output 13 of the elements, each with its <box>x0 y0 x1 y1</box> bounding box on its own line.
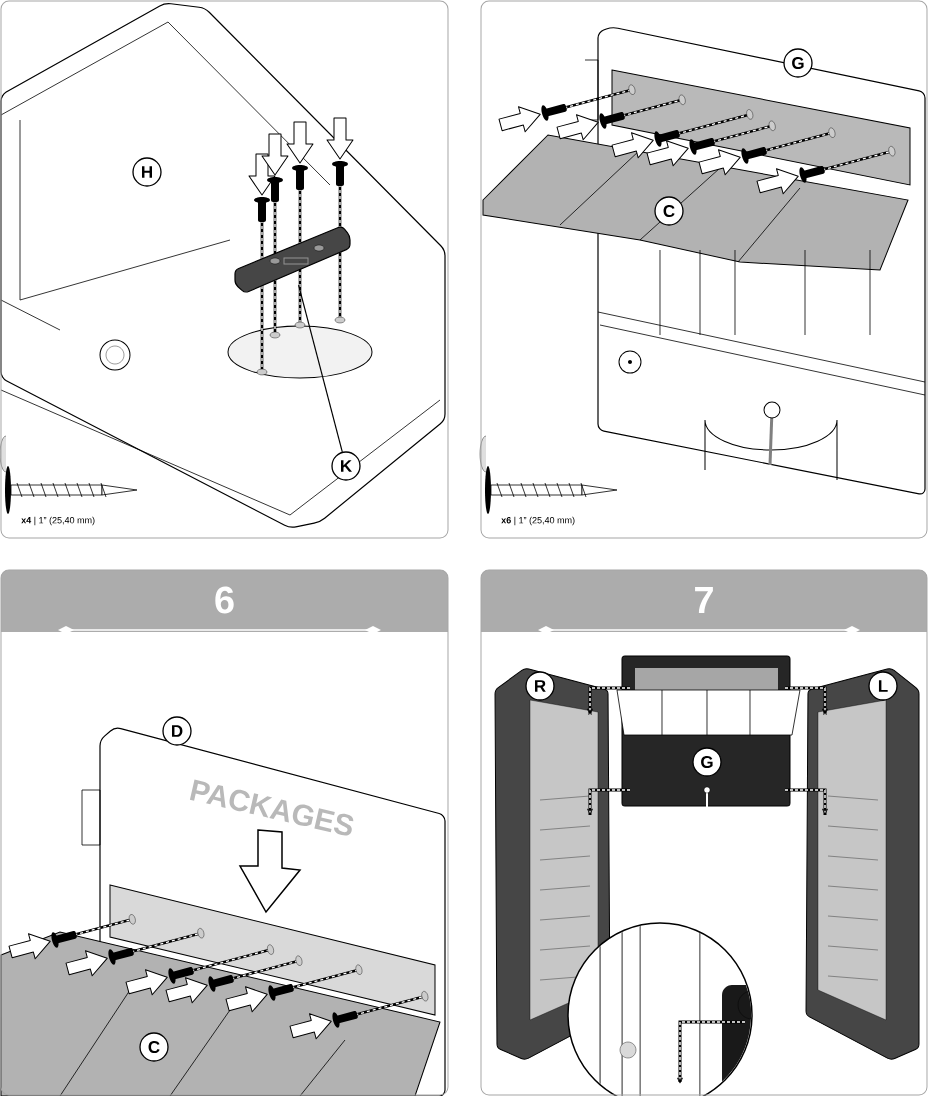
callout-letter: G <box>783 48 813 78</box>
callout-letter: R <box>525 671 555 701</box>
callout-letter: L <box>868 671 898 701</box>
callout-letter: D <box>162 716 192 746</box>
callout-letter: H <box>132 157 162 187</box>
mounting-bracket <box>234 226 351 293</box>
callout-letter: G <box>692 747 722 777</box>
screw-spec-label: x6 | 1” (25,40 mm) <box>501 516 575 526</box>
callout-letter: C <box>654 196 684 226</box>
callout-letter: C <box>139 1032 169 1062</box>
screw-spec-label: x4 | 1” (25,40 mm) <box>21 516 95 526</box>
leader-line <box>298 284 343 453</box>
callout-letter: K <box>331 451 361 481</box>
